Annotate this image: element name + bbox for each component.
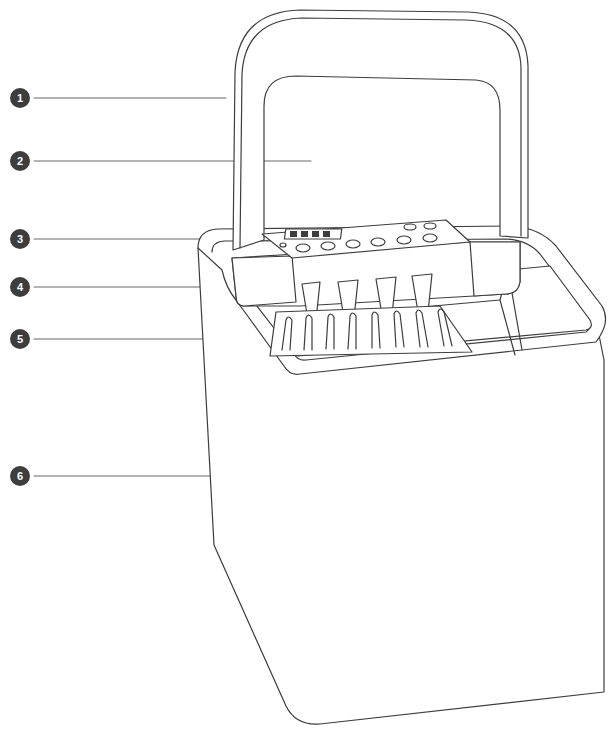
side-block [470, 242, 520, 296]
callout-number: 6 [17, 471, 23, 482]
callout-number: 6 [10, 466, 30, 486]
front-housing [232, 242, 520, 306]
display-digits [290, 231, 330, 237]
callout-number: 5 [17, 334, 23, 345]
callout-number: 3 [10, 229, 30, 249]
lid-edge [240, 18, 521, 248]
callout-number: 2 [17, 156, 23, 167]
drip-tray [270, 306, 472, 356]
lid [233, 10, 528, 250]
callout-number: 1 [17, 93, 23, 104]
callout-number: 2 [10, 151, 30, 171]
display-window [284, 229, 341, 239]
control-panel [262, 220, 470, 258]
callout-number: 3 [17, 234, 23, 245]
side-block [232, 256, 296, 306]
callout-number: 1 [10, 88, 30, 108]
callout-number: 4 [17, 282, 23, 293]
rim-inner [212, 239, 591, 360]
callout-number: 4 [10, 277, 30, 297]
tray-slats [282, 309, 452, 350]
panel-buttons [280, 223, 437, 252]
basket-corner [500, 300, 515, 355]
callout-number: 5 [10, 329, 30, 349]
